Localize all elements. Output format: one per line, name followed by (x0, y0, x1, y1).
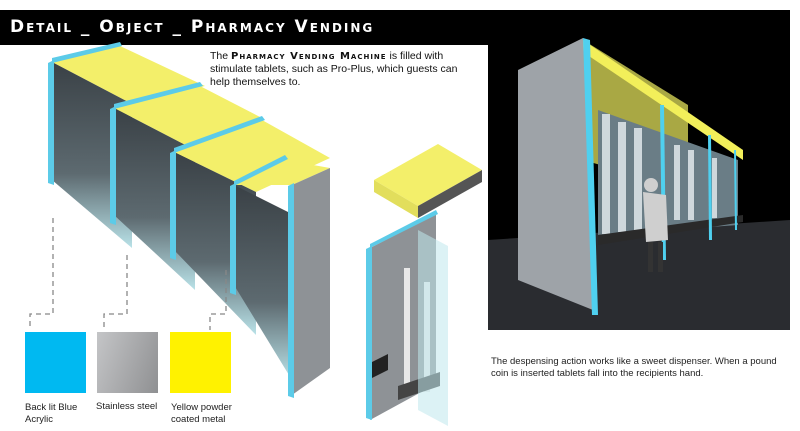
swatch-label-steel: Stainless steel (96, 401, 158, 412)
swatch-label-blue: Back lit Blue Acrylic (25, 402, 78, 425)
intro-highlight: Pharmacy Vending Machine (231, 51, 387, 62)
intro-text: The Pharmacy Vending Machine is filled w… (210, 50, 480, 89)
render-illustration (488, 10, 790, 330)
swatch-label-yellow: Yellow powder coated metal (171, 402, 232, 425)
page-title: Detail _ Object _ Pharmacy Vending (10, 17, 375, 37)
tablet-tube (404, 268, 410, 388)
leader-lines (29, 218, 227, 330)
render-end-panel (518, 38, 593, 310)
exploded-top-panel (374, 144, 482, 206)
swatch-blue-acrylic (25, 332, 86, 393)
swatch-yellow-metal (170, 332, 231, 393)
figure-silhouette (643, 178, 668, 272)
caption-text: The despensing action works like a sweet… (491, 356, 777, 379)
intro-prefix: The (210, 50, 232, 62)
exploded-view (366, 144, 482, 426)
intro-suffix: is filled with stimulate tablets, such a… (210, 50, 458, 88)
vending-module-4 (230, 155, 330, 398)
steel-end-panel (292, 168, 330, 395)
swatch-stainless-steel (97, 332, 158, 393)
acrylic-front (418, 230, 448, 426)
render-photo (488, 10, 790, 330)
